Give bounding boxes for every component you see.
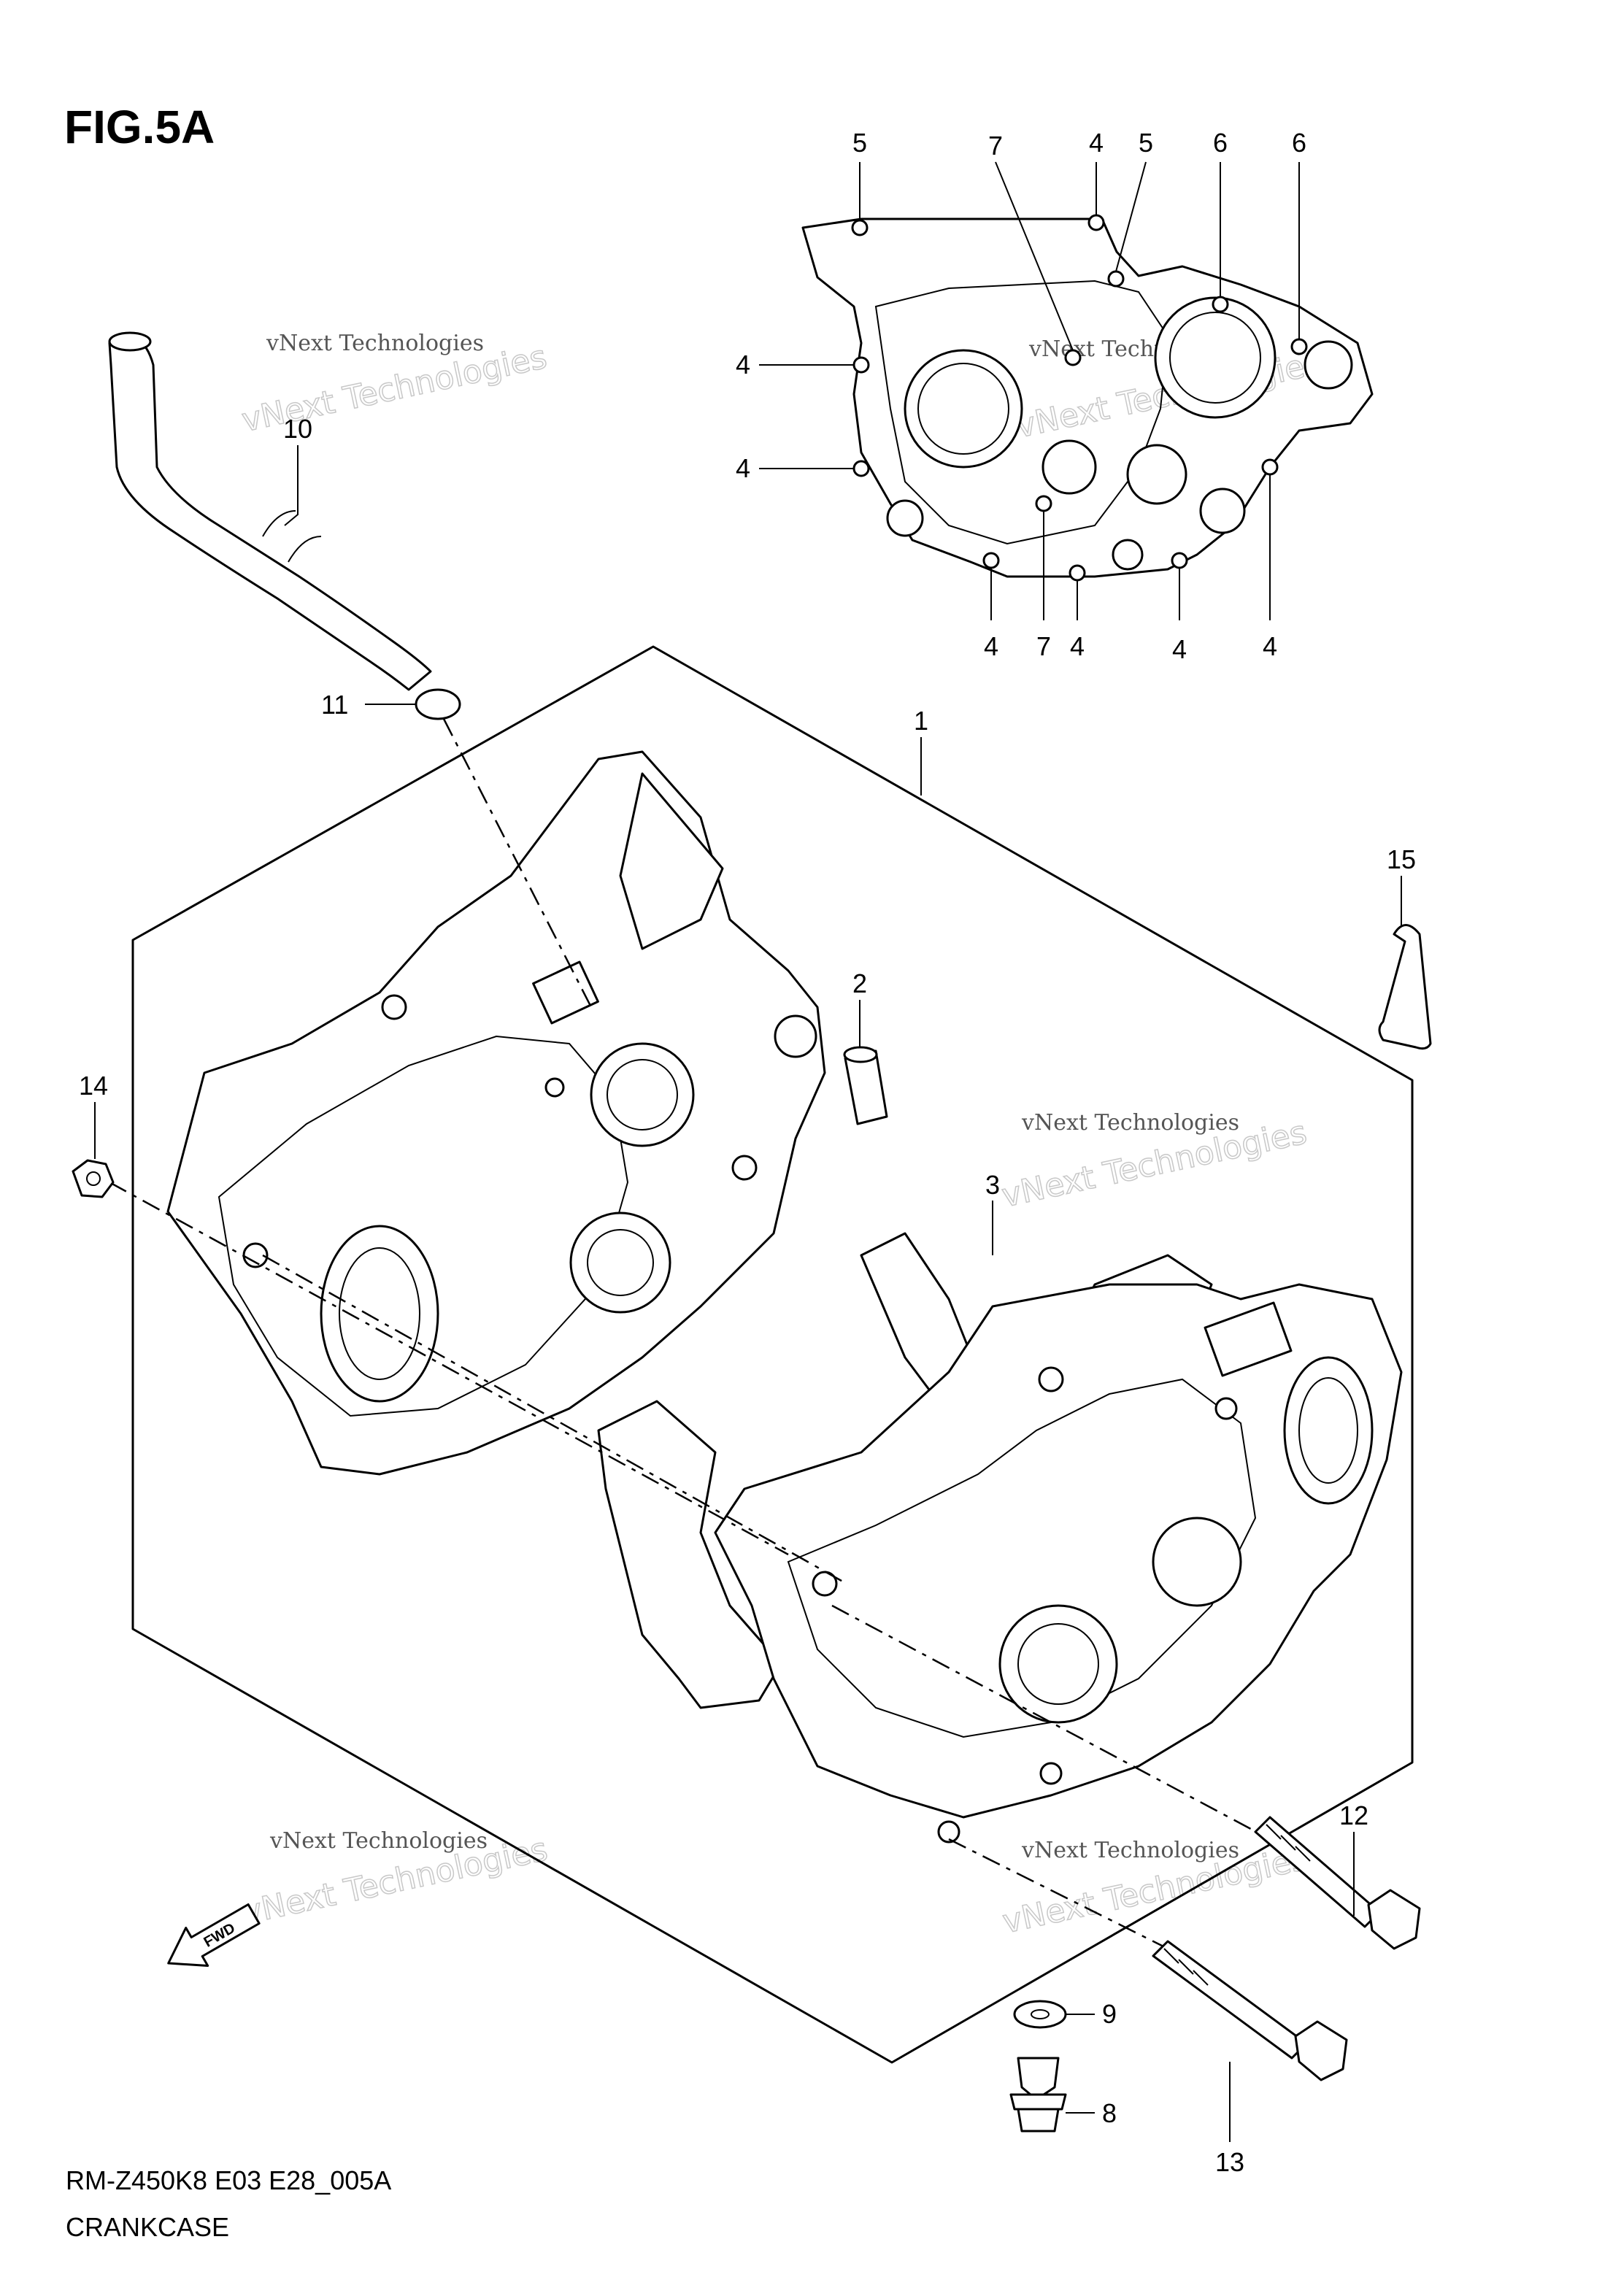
callout-12: 12 bbox=[1339, 1800, 1368, 1830]
washer bbox=[1013, 2000, 1067, 2029]
figure-title: FIG.5A bbox=[64, 101, 215, 153]
callout-2: 2 bbox=[852, 968, 867, 998]
inset-callout-4: 4 bbox=[1172, 634, 1187, 664]
inset-crankcase-layout bbox=[759, 161, 1374, 620]
callout-8: 8 bbox=[1102, 2098, 1117, 2128]
inset-callout-7: 7 bbox=[988, 131, 1003, 161]
callout-9: 9 bbox=[1102, 1999, 1117, 2029]
inset-callout-4: 4 bbox=[1263, 631, 1277, 661]
nut bbox=[72, 1159, 115, 1198]
cable-clamp bbox=[1378, 924, 1432, 1050]
figure-name: CRANKCASE bbox=[66, 2212, 229, 2242]
breather-hose bbox=[108, 331, 432, 691]
inset-callout-6: 6 bbox=[1213, 128, 1228, 158]
callout-3: 3 bbox=[985, 1170, 1000, 1200]
hose-clip bbox=[415, 688, 461, 720]
bolt-short bbox=[1152, 1940, 1348, 2081]
callout-14: 14 bbox=[79, 1071, 108, 1101]
inset-callout-4: 4 bbox=[984, 631, 998, 661]
callout-11: 11 bbox=[321, 690, 348, 720]
callout-1: 1 bbox=[914, 706, 928, 736]
inset-callout-5: 5 bbox=[1139, 128, 1153, 158]
left-crankcase-half bbox=[166, 750, 826, 1476]
inset-callout-4: 4 bbox=[736, 453, 750, 483]
right-crankcase-half bbox=[714, 1283, 1403, 1844]
inset-callout-5: 5 bbox=[852, 128, 867, 158]
watermark: vNext Technologies bbox=[266, 331, 484, 356]
inset-callout-4: 4 bbox=[1070, 631, 1085, 661]
watermark: vNext Technologies bbox=[1021, 1110, 1239, 1136]
inset-callout-4: 4 bbox=[1089, 128, 1104, 158]
figure-code: RM-Z450K8 E03 E28_005A bbox=[66, 2165, 391, 2195]
dowel-pin bbox=[843, 1046, 888, 1125]
callout-15: 15 bbox=[1387, 844, 1416, 874]
inset-callout-7: 7 bbox=[1036, 631, 1051, 661]
flange-bolt bbox=[1009, 2057, 1067, 2133]
forward-direction-arrow: FWD bbox=[167, 1903, 261, 1967]
inset-callout-6: 6 bbox=[1292, 128, 1306, 158]
callout-13: 13 bbox=[1215, 2147, 1244, 2177]
bolt-long bbox=[1254, 1816, 1421, 1950]
assembly-outline bbox=[131, 645, 1414, 2064]
inset-callout-4: 4 bbox=[736, 350, 750, 380]
callout-10: 10 bbox=[283, 414, 312, 444]
watermark: vNext Technologies bbox=[1021, 1838, 1239, 1863]
callout-leaders bbox=[94, 445, 1402, 2142]
watermark: vNext Technologies bbox=[269, 1828, 488, 1854]
